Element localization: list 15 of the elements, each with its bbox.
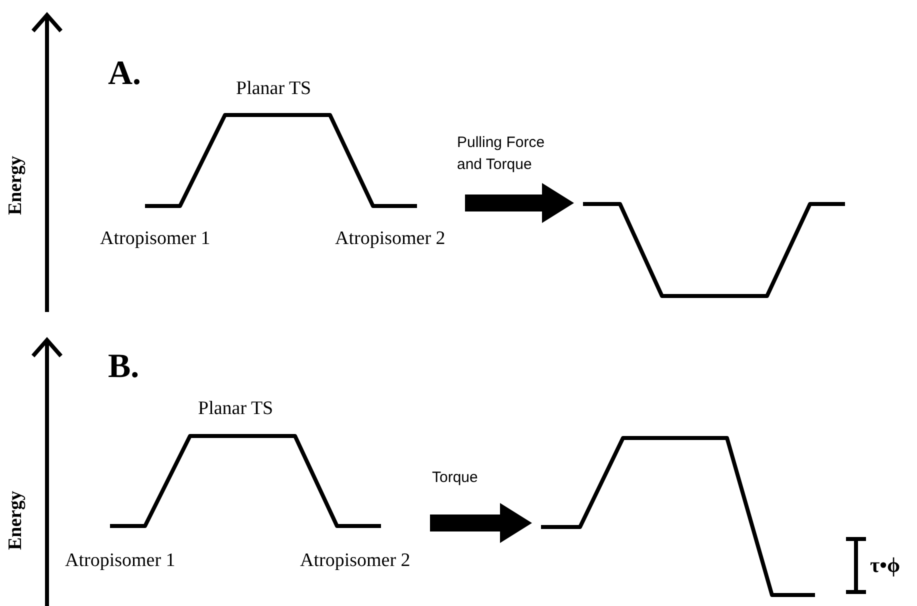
- arrow: [465, 183, 574, 223]
- state-label: Atropisomer 2: [300, 550, 410, 572]
- state-label: Atropisomer 1: [65, 550, 176, 572]
- state-label: Atropisomer 1: [100, 228, 210, 250]
- edge-label: Torque: [432, 468, 479, 488]
- state-label: Planar TS: [198, 398, 274, 420]
- edge-label: Pulling Force and Torque: [457, 133, 546, 175]
- state-label: Planar TS: [236, 78, 312, 100]
- axis-title: Energy: [5, 156, 27, 215]
- arrow: [430, 503, 532, 543]
- axis-title: Energy: [5, 490, 27, 550]
- panel-letter: A.: [108, 55, 142, 93]
- panel-letter: B.: [108, 348, 140, 386]
- state-label: Atropisomer 2: [335, 228, 446, 250]
- dimension-label: τ•ϕ: [870, 553, 900, 578]
